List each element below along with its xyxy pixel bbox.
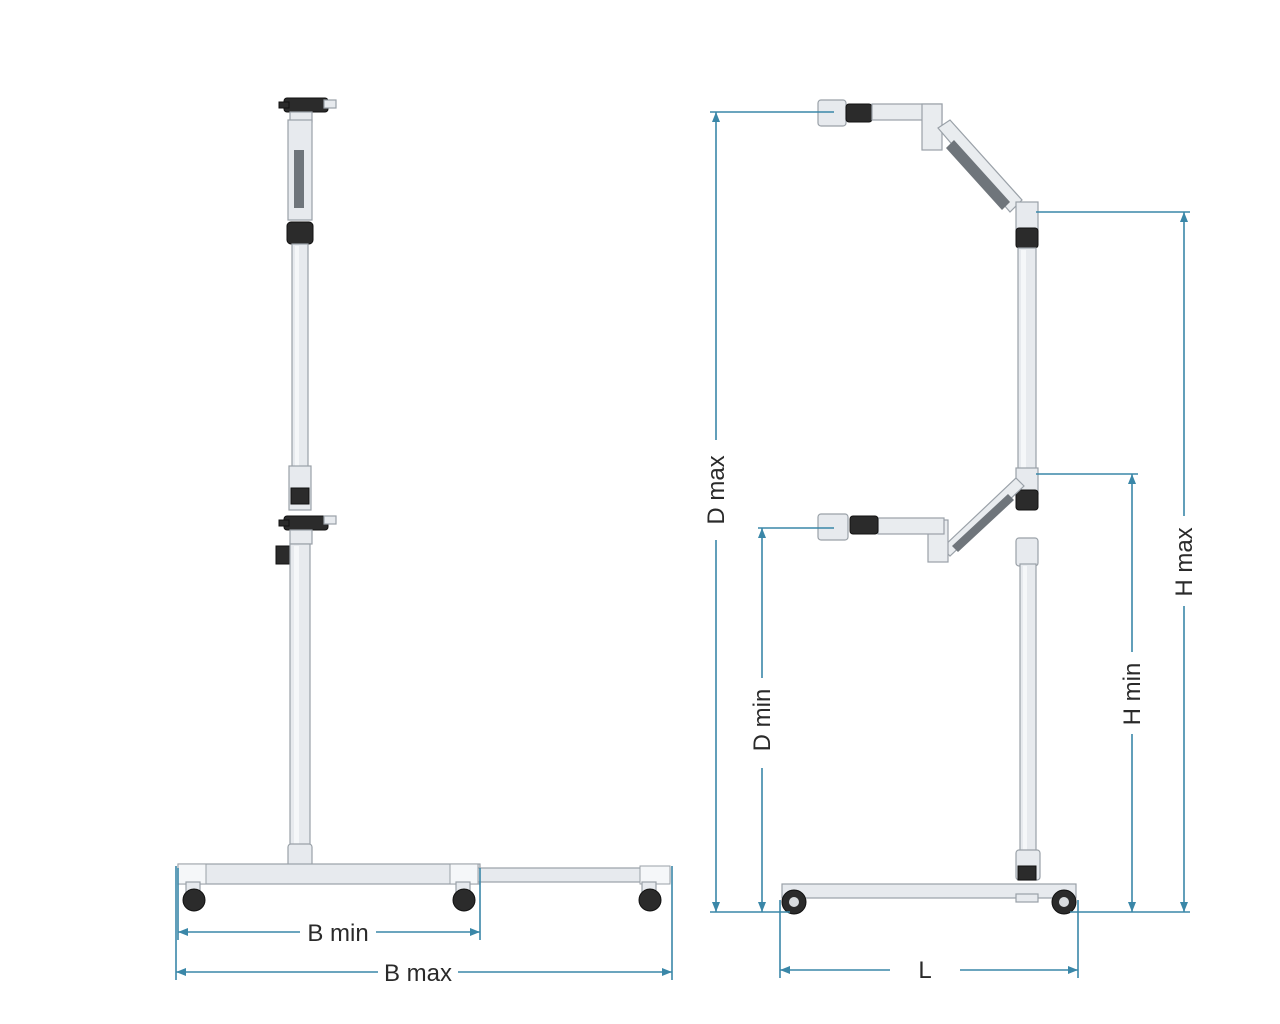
- front-main-pole-top: [291, 243, 309, 471]
- side-main-pole-bottom: [1019, 563, 1037, 853]
- l-label: L: [918, 957, 931, 984]
- front-caster-middle: [452, 881, 476, 912]
- front-base-bar: [177, 863, 481, 885]
- h-max-dimension: H max: [1036, 211, 1198, 913]
- b-max-dimension: B max: [175, 866, 673, 987]
- d-max-label: D max: [703, 455, 730, 524]
- d-min-label: D min: [749, 689, 776, 752]
- front-top-clamp: [278, 97, 337, 123]
- side-caster-right: [1051, 889, 1077, 915]
- front-slot: [294, 150, 304, 208]
- front-main-pole-bottom: [289, 543, 311, 847]
- b-min-dimension: B min: [177, 868, 481, 947]
- side-caster-left: [781, 889, 807, 915]
- h-min-dimension: H min: [1036, 473, 1146, 912]
- front-caster-right: [638, 881, 662, 912]
- front-caster-left: [182, 881, 206, 912]
- h-max-label: H max: [1171, 527, 1198, 596]
- h-min-label: H min: [1119, 663, 1146, 726]
- side-view-stand: [781, 99, 1077, 915]
- d-min-dimension: D min: [749, 527, 834, 912]
- side-pole-collar: [1015, 537, 1039, 567]
- front-view-stand: [177, 97, 671, 912]
- l-dimension: L: [779, 900, 1079, 984]
- side-main-pole-top: [1017, 247, 1037, 471]
- side-upper-arm: [817, 99, 1039, 249]
- b-min-label: B min: [307, 920, 368, 947]
- front-upper-knob: [286, 221, 314, 245]
- side-base-bar: [781, 883, 1077, 899]
- d-max-dimension: D max: [703, 111, 834, 913]
- b-max-label: B max: [384, 960, 452, 987]
- side-lower-arm: [817, 467, 1039, 563]
- front-middle-clamp: [275, 515, 337, 565]
